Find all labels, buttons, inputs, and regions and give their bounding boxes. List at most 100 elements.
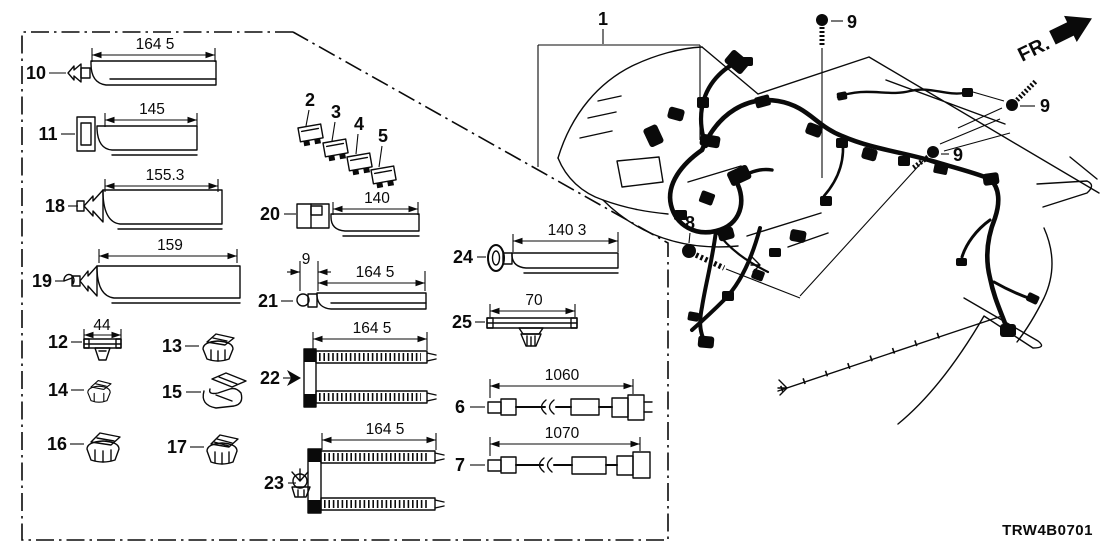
tie-band	[330, 213, 420, 232]
ref-label-5: 5	[378, 126, 388, 146]
screw-9-top: 9	[816, 12, 857, 178]
dim-text: 164 5	[366, 421, 405, 438]
strap-body	[307, 448, 445, 514]
strap-body	[303, 348, 437, 408]
screw-9-right: 9	[957, 79, 1050, 129]
connector-blobs	[643, 50, 1040, 396]
parts-panel-border	[21, 31, 669, 541]
dim-text: 164 5	[356, 264, 395, 281]
arrow-right-icon	[1049, 15, 1092, 45]
ref-label-9: 9	[953, 145, 963, 165]
ref-label-10: 10	[26, 63, 46, 83]
dimension-12: 44	[83, 317, 122, 341]
drawing-code: TRW4B0701	[1002, 522, 1093, 539]
ref-label-1: 1	[598, 9, 608, 29]
part-14-grommet-clip: 14	[48, 380, 112, 403]
dimension-23: 164 5	[321, 421, 437, 450]
dimension-21: 164 5	[318, 264, 426, 291]
clip-icon	[202, 333, 235, 362]
part-15-harness-clamp: 15	[162, 372, 247, 409]
ref-label-9: 9	[847, 12, 857, 32]
part-18-tree-clip-tie: 18 155.3	[45, 167, 223, 230]
dimension-18: 155.3	[104, 167, 219, 192]
fuse-icon	[297, 123, 324, 147]
tie-band	[96, 125, 198, 151]
tree-clip-icon	[63, 265, 98, 297]
connector-icon	[296, 203, 330, 229]
part-23-double-strap-clip: 23 164 5	[264, 421, 445, 514]
ref-label-9: 9	[1040, 96, 1050, 116]
ref-label-8: 8	[685, 213, 695, 233]
ground-tab-icon	[777, 379, 788, 396]
part-24-ring-clip-tie: 24 140 3	[453, 222, 619, 274]
clip-icon	[87, 380, 112, 403]
dim-text: 9	[302, 251, 311, 268]
ref-label-24: 24	[453, 247, 473, 267]
part-21-offset-tie: 21 9 164 5	[258, 251, 427, 311]
ref-label-15: 15	[162, 382, 182, 402]
dimension-22: 164 5	[312, 320, 428, 350]
ref-label-19: 19	[32, 271, 52, 291]
ref-label-25: 25	[452, 312, 472, 332]
ring-clip-icon	[487, 244, 513, 272]
cable-drawing	[487, 394, 653, 421]
ref-label-13: 13	[162, 336, 182, 356]
arrow-clip-icon	[287, 370, 301, 386]
fuse-icon	[322, 138, 349, 162]
dim-text: 164 5	[136, 36, 175, 53]
tie-band	[316, 292, 427, 310]
part-7-antenna-cable: 7 1070	[455, 425, 651, 479]
fuse-icon	[346, 152, 373, 176]
dim-text: 1060	[545, 367, 580, 384]
part-6-antenna-cable: 6 1060	[455, 367, 653, 421]
connector-icon	[76, 116, 96, 152]
dim-text: 140	[364, 190, 390, 207]
dimension-20: 140	[332, 190, 419, 215]
wing-clip-icon	[291, 468, 311, 498]
dim-text: 44	[93, 317, 111, 334]
dim-text: 70	[525, 292, 543, 309]
part-17-grommet-clip: 17	[167, 434, 239, 465]
dimension-25: 70	[489, 292, 576, 317]
ref-label-18: 18	[45, 196, 65, 216]
tie-band	[96, 265, 241, 299]
push-clip-icon	[67, 63, 91, 83]
tie-band	[90, 60, 217, 86]
dimension-11: 145	[104, 101, 198, 127]
dimension-10: 164 5	[91, 36, 216, 62]
ref-label-6: 6	[455, 397, 465, 417]
fuse-icon	[370, 165, 397, 189]
tree-clip-icon	[76, 189, 104, 223]
instrument-panel-harness-illustration: 1	[537, 9, 1100, 425]
ref-label-12: 12	[48, 332, 68, 352]
ref-label-14: 14	[48, 380, 68, 400]
fr-direction-arrow: FR.	[1015, 15, 1092, 67]
ref-label-21: 21	[258, 291, 278, 311]
ground-tab-icon	[750, 256, 761, 273]
clip-icon	[206, 434, 239, 465]
part-19-tree-clip-tie: 19 159	[32, 237, 241, 304]
dashboard-outline	[557, 46, 1100, 425]
ref-label-7: 7	[455, 455, 465, 475]
fr-label: FR.	[1015, 33, 1054, 67]
part-13-grommet-clip: 13	[162, 333, 235, 362]
clip-icon	[296, 293, 318, 308]
dimension-24: 140 3	[512, 222, 619, 252]
ref-label-3: 3	[331, 102, 341, 122]
dim-text: 159	[157, 237, 183, 254]
ref-label-2: 2	[305, 90, 315, 110]
part-11-connector-tie: 11 145	[38, 101, 198, 156]
tie-band	[511, 252, 619, 269]
part-22-double-strap-clip: 22 164 5	[260, 320, 437, 408]
dimension-6: 1060	[489, 367, 634, 398]
ref-label-17: 17	[167, 437, 187, 457]
bolt-8: 8	[682, 213, 801, 299]
part-12-edge-clip: 12 44	[48, 317, 122, 361]
ref-label-11: 11	[38, 124, 57, 144]
bracket-icon	[486, 317, 578, 347]
ref-label-23: 23	[264, 473, 284, 493]
clip-icon	[83, 338, 122, 361]
dim-text: 140 3	[548, 222, 587, 239]
clip-icon	[86, 432, 121, 463]
